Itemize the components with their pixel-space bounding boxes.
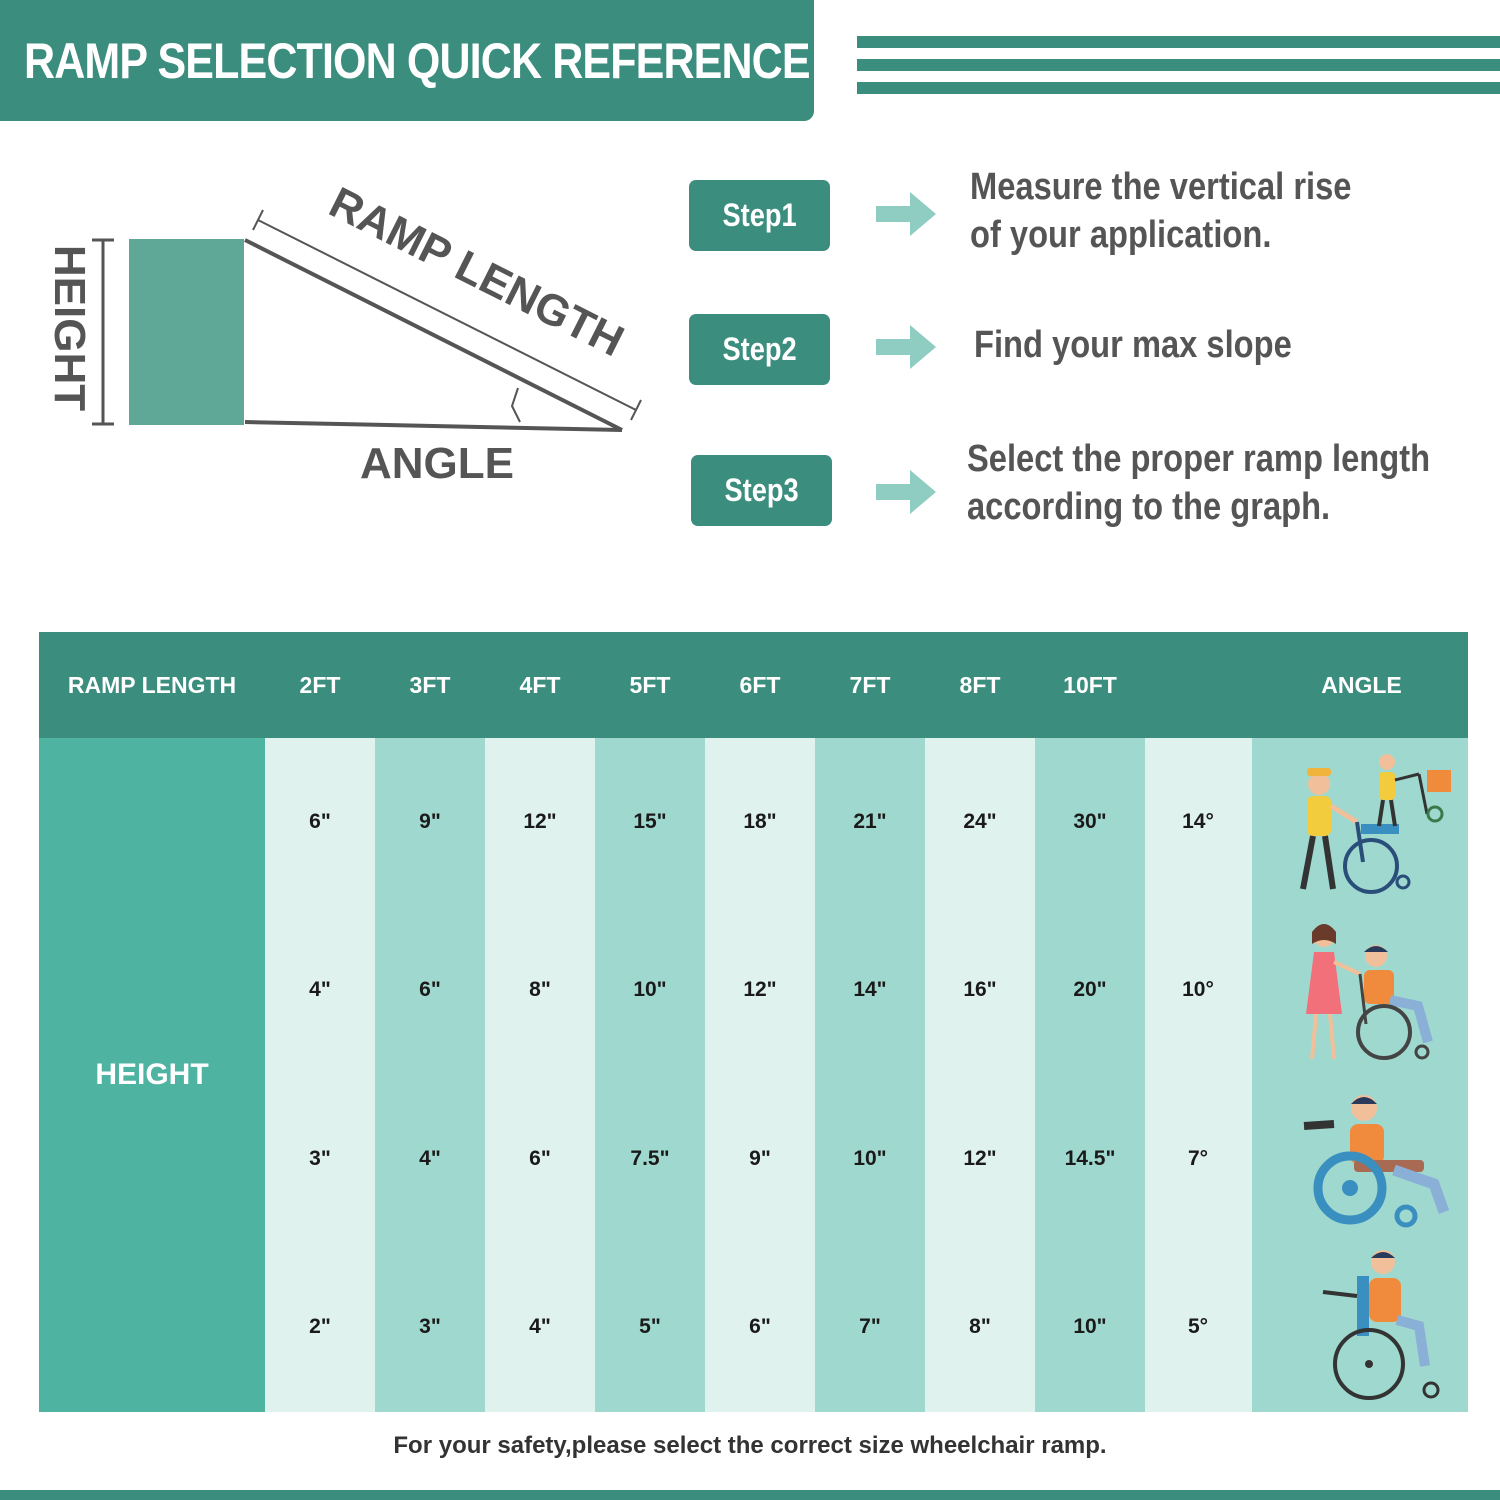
safety-footer: For your safety,please select the correc… [393, 1432, 1107, 1459]
table-cell: 10" [633, 978, 667, 1001]
table-cell: 10" [853, 1147, 887, 1170]
table-cell: 5" [639, 1315, 661, 1338]
table-cell: 6" [749, 1315, 771, 1338]
table-cell: 3" [419, 1315, 441, 1338]
angle-arc [510, 387, 521, 423]
header-length: 4FT [519, 671, 561, 698]
table-cell: 18" [743, 810, 777, 833]
table-column [265, 738, 375, 1412]
man-wheelchair-reclined-illustration-icon [1303, 1095, 1450, 1228]
table-cell: 15" [633, 810, 667, 833]
table-cell: 6" [419, 978, 441, 1001]
header-stripe [857, 82, 1500, 94]
height-label: HEIGHT [45, 245, 94, 411]
table-cell: 12" [743, 978, 777, 1001]
table-cell: 12" [963, 1147, 997, 1170]
table-column [485, 738, 595, 1412]
ramp-length-label: RAMP LENGTH [322, 178, 632, 366]
platform-block [129, 239, 244, 425]
table-column [1035, 738, 1145, 1412]
ramp-length-dimension-line [257, 219, 637, 411]
title-banner: RAMP SELECTION QUICK REFERENCE [0, 0, 814, 121]
ground-line [244, 420, 623, 432]
header-stripe [857, 59, 1500, 71]
table-cell: 12" [523, 810, 557, 833]
header-length: 2FT [299, 671, 341, 698]
header-length: 8FT [959, 671, 1001, 698]
height-column [39, 738, 265, 1412]
header-length: 6FT [739, 671, 781, 698]
ramp-length-tick [252, 209, 264, 231]
header-length: 5FT [629, 671, 671, 698]
angle-cell: 14° [1182, 810, 1214, 833]
table-cell: 10" [1073, 1315, 1107, 1338]
step3-badge: Step3 [691, 455, 832, 526]
table-cell: 8" [969, 1315, 991, 1338]
step3-text: Select the proper ramp length according … [967, 438, 1431, 528]
step2-badge: Step2 [689, 314, 830, 385]
ramp-surface-line [244, 238, 623, 432]
table-column [705, 738, 815, 1412]
angle-label: ANGLE [360, 439, 514, 488]
row-label-height: HEIGHT [95, 1058, 209, 1091]
header-ramp-length: RAMP LENGTH [67, 671, 237, 698]
page-title: RAMP SELECTION QUICK REFERENCE [24, 32, 811, 89]
table-cell: 24" [963, 810, 997, 833]
header-angle: ANGLE [1321, 671, 1402, 698]
angle-cell: 7° [1187, 1147, 1209, 1170]
bottom-bar [0, 1490, 1500, 1500]
arrow-right-icon [876, 470, 936, 514]
table-cell: 21" [853, 810, 887, 833]
table-cell: 7.5" [630, 1147, 670, 1170]
table-cell: 8" [529, 978, 551, 1001]
table-cell: 4" [529, 1315, 551, 1338]
table-cell: 30" [1073, 810, 1107, 833]
woman-wheelchair-illustration-icon [1306, 924, 1433, 1060]
table-column [925, 738, 1035, 1412]
ramp-length-tick [630, 399, 642, 421]
header-length: 7FT [849, 671, 891, 698]
table-header-row [39, 632, 1468, 738]
header-length: 10FT [1063, 671, 1117, 698]
table-column [1145, 738, 1252, 1412]
header-stripe [857, 36, 1500, 48]
table-cell: 6" [309, 810, 331, 833]
table-cell: 3" [309, 1147, 331, 1170]
table-column [375, 738, 485, 1412]
header-length: 3FT [409, 671, 451, 698]
table-cell: 4" [419, 1147, 441, 1170]
table-cell: 9" [749, 1147, 771, 1170]
table-cell: 20" [1073, 978, 1107, 1001]
arrow-right-icon [876, 325, 936, 369]
man-wheelchair-side-illustration-icon [1322, 1250, 1440, 1400]
arrow-right-icon [876, 192, 936, 236]
step1-badge: Step1 [689, 180, 830, 251]
table-cell: 16" [963, 978, 997, 1001]
table-cell: 14.5" [1064, 1147, 1116, 1170]
table-cell: 7" [859, 1315, 881, 1338]
ramp-diagram: HEIGHT RAMP LENGTH ANGLE [45, 178, 642, 488]
table-cell: 4" [309, 978, 331, 1001]
table-column [815, 738, 925, 1412]
table-cell: 6" [529, 1147, 551, 1170]
angle-cell: 10° [1182, 978, 1214, 1001]
table-cell: 9" [419, 810, 441, 833]
table-cell: 2" [309, 1315, 331, 1338]
table-cell: 14" [853, 978, 887, 1001]
step1-text: Measure the vertical rise of your applic… [970, 166, 1352, 256]
ramp-table: RAMP LENGTH 2FT 3FT 4FT 5FT 6FT 7FT 8FT … [39, 632, 1468, 1412]
table-column [595, 738, 705, 1412]
helpers-wheelchair-illustration-icon [1300, 754, 1451, 894]
step2-text: Find your max slope [974, 324, 1292, 366]
angle-cell: 5° [1187, 1315, 1209, 1338]
